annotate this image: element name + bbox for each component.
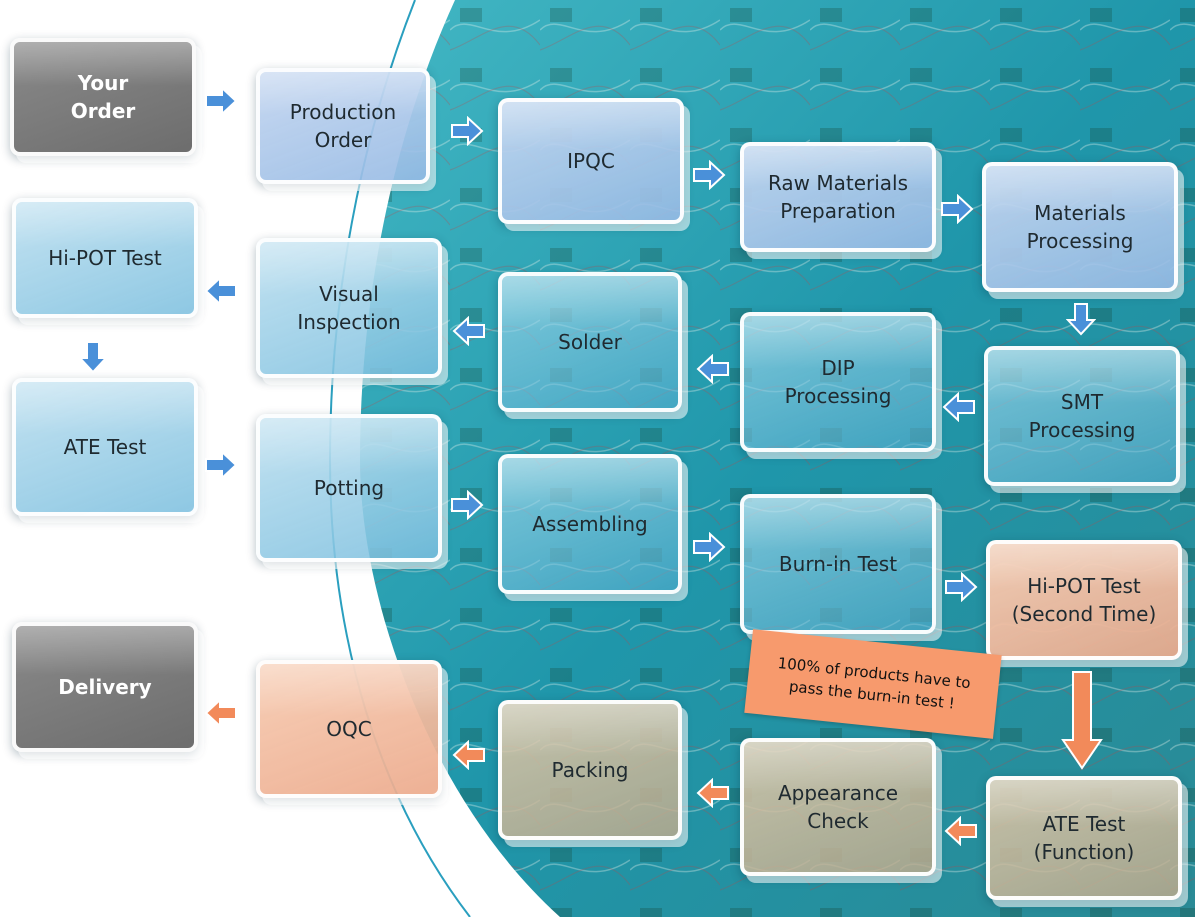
- node-appearance-check: Appearance Check: [740, 738, 936, 876]
- node-solder: Solder: [498, 272, 682, 412]
- arrow-right-icon: [940, 194, 974, 224]
- node-label: Hi-POT Test: [48, 246, 162, 270]
- node-potting: Potting: [256, 414, 442, 562]
- node-label: Your Order: [70, 71, 136, 123]
- arrow-left-icon: [452, 740, 486, 770]
- node-label: Hi-POT Test (Second Time): [1011, 574, 1157, 626]
- arrow-down-long-icon: [1060, 670, 1104, 770]
- node-dip-processing: DIP Processing: [740, 312, 936, 452]
- burn-in-note-text: 100% of products have to pass the burn-i…: [776, 653, 972, 713]
- node-assembling: Assembling: [498, 454, 682, 594]
- arrow-right-icon: [204, 86, 238, 116]
- arrow-right-icon: [450, 116, 484, 146]
- node-burnin-test: Burn-in Test: [740, 494, 936, 634]
- arrow-left-icon: [696, 354, 730, 384]
- node-label: Appearance Check: [777, 781, 899, 833]
- node-label: Visual Inspection: [297, 282, 401, 334]
- node-delivery: Delivery: [12, 622, 198, 752]
- node-label: Assembling: [532, 512, 648, 536]
- node-visual-inspection: Visual Inspection: [256, 238, 442, 378]
- node-label: Potting: [313, 476, 385, 500]
- node-label: ATE Test (Function): [1033, 812, 1135, 864]
- node-label: Packing: [551, 758, 629, 782]
- node-label: OQC: [326, 717, 372, 741]
- arrow-left-icon: [452, 316, 486, 346]
- arrow-right-icon: [944, 572, 978, 602]
- arrow-left-icon: [204, 276, 238, 306]
- node-label: Delivery: [58, 675, 152, 699]
- node-label: Burn-in Test: [778, 552, 898, 576]
- node-label: Solder: [558, 330, 622, 354]
- arrow-left-icon: [204, 698, 238, 728]
- node-ipqc: IPQC: [498, 98, 684, 224]
- node-label: Raw Materials Preparation: [767, 171, 909, 223]
- node-ate-test: ATE Test: [12, 378, 198, 516]
- node-label: SMT Processing: [1028, 390, 1136, 442]
- node-packing: Packing: [498, 700, 682, 840]
- node-materials-processing: Materials Processing: [982, 162, 1178, 292]
- node-label: Production Order: [289, 100, 397, 152]
- arrow-left-icon: [944, 816, 978, 846]
- arrow-right-icon: [692, 160, 726, 190]
- node-hipot-second-time: Hi-POT Test (Second Time): [986, 540, 1182, 660]
- node-raw-materials: Raw Materials Preparation: [740, 142, 936, 252]
- node-ate-function: ATE Test (Function): [986, 776, 1182, 900]
- arrow-left-icon: [942, 392, 976, 422]
- node-label: ATE Test: [63, 435, 147, 459]
- arrow-right-icon: [204, 450, 238, 480]
- arrow-right-icon: [450, 490, 484, 520]
- node-label: DIP Processing: [784, 356, 892, 408]
- node-label: IPQC: [567, 149, 615, 173]
- node-label: Materials Processing: [1026, 201, 1134, 253]
- arrow-down-icon: [78, 340, 108, 374]
- node-hipot-test: Hi-POT Test: [12, 198, 198, 318]
- arrow-left-icon: [696, 778, 730, 808]
- node-smt-processing: SMT Processing: [984, 346, 1180, 486]
- node-oqc: OQC: [256, 660, 442, 798]
- node-production-order: Production Order: [256, 68, 430, 184]
- node-your-order: Your Order: [10, 38, 196, 156]
- arrow-down-icon: [1066, 302, 1096, 336]
- arrow-right-icon: [692, 532, 726, 562]
